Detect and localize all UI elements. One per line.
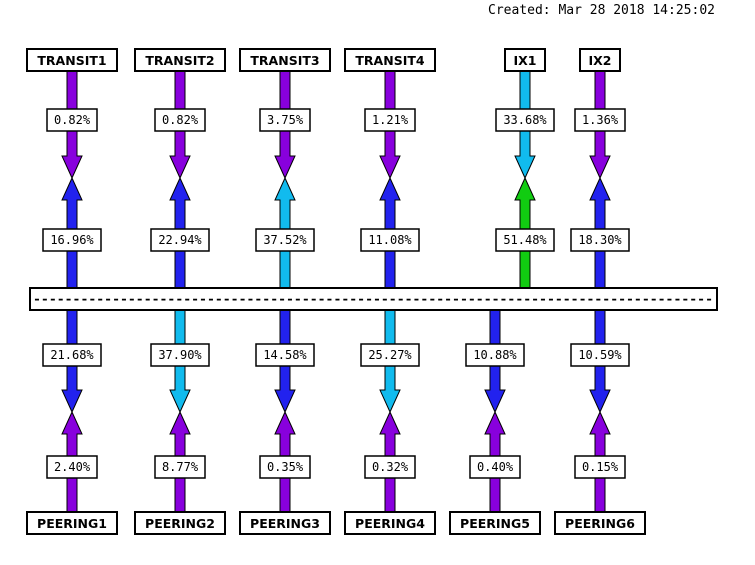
svg-text:IX1: IX1	[514, 53, 537, 68]
svg-text:11.08%: 11.08%	[368, 233, 412, 247]
svg-text:0.15%: 0.15%	[582, 460, 619, 474]
util-label-down-peering3: 14.58%	[255, 343, 315, 367]
util-label-down-transit1: 0.82%	[46, 108, 98, 132]
util-label-down-ix1: 33.68%	[495, 108, 555, 132]
svg-text:14.58%: 14.58%	[263, 348, 307, 362]
util-label-down-transit4: 1.21%	[364, 108, 416, 132]
svg-text:0.82%: 0.82%	[162, 113, 199, 127]
svg-text:1.21%: 1.21%	[372, 113, 409, 127]
node-ix2: IX2	[579, 48, 621, 72]
svg-text:1.36%: 1.36%	[582, 113, 619, 127]
svg-text:------------------------------: ----------------------------------------…	[33, 292, 713, 306]
svg-text:PEERING2: PEERING2	[145, 516, 215, 531]
svg-text:0.32%: 0.32%	[372, 460, 409, 474]
svg-text:TRANSIT4: TRANSIT4	[355, 53, 424, 68]
util-label-down-transit3: 3.75%	[259, 108, 311, 132]
node-peering1: PEERING1	[26, 511, 118, 535]
svg-text:TRANSIT1: TRANSIT1	[37, 53, 106, 68]
svg-text:PEERING3: PEERING3	[250, 516, 320, 531]
svg-text:33.68%: 33.68%	[503, 113, 547, 127]
util-label-up-transit4: 11.08%	[360, 228, 420, 252]
svg-text:37.90%: 37.90%	[158, 348, 202, 362]
svg-text:16.96%: 16.96%	[50, 233, 94, 247]
util-label-up-transit1: 16.96%	[42, 228, 102, 252]
util-label-down-transit2: 0.82%	[154, 108, 206, 132]
svg-text:25.27%: 25.27%	[368, 348, 412, 362]
svg-text:3.75%: 3.75%	[267, 113, 304, 127]
node-peering3: PEERING3	[239, 511, 331, 535]
svg-text:PEERING1: PEERING1	[37, 516, 107, 531]
created-timestamp: Created: Mar 28 2018 14:25:02	[488, 3, 715, 18]
svg-text:2.40%: 2.40%	[54, 460, 91, 474]
node-peering4: PEERING4	[344, 511, 436, 535]
svg-text:0.40%: 0.40%	[477, 460, 514, 474]
node-transit2: TRANSIT2	[134, 48, 226, 72]
svg-text:10.59%: 10.59%	[578, 348, 622, 362]
svg-text:51.48%: 51.48%	[503, 233, 547, 247]
util-label-down-peering4: 25.27%	[360, 343, 420, 367]
core-bus: ----------------------------------------…	[29, 287, 718, 311]
svg-text:22.94%: 22.94%	[158, 233, 202, 247]
util-label-up-peering1: 2.40%	[46, 455, 98, 479]
util-label-up-peering3: 0.35%	[259, 455, 311, 479]
svg-text:IX2: IX2	[589, 53, 612, 68]
svg-text:TRANSIT3: TRANSIT3	[250, 53, 319, 68]
svg-text:18.30%: 18.30%	[578, 233, 622, 247]
svg-text:TRANSIT2: TRANSIT2	[145, 53, 214, 68]
util-label-up-ix2: 18.30%	[570, 228, 630, 252]
node-peering6: PEERING6	[554, 511, 646, 535]
util-label-up-peering5: 0.40%	[469, 455, 521, 479]
svg-text:21.68%: 21.68%	[50, 348, 94, 362]
util-label-down-peering6: 10.59%	[570, 343, 630, 367]
node-peering5: PEERING5	[449, 511, 541, 535]
svg-text:PEERING5: PEERING5	[460, 516, 530, 531]
svg-text:37.52%: 37.52%	[263, 233, 307, 247]
util-label-up-ix1: 51.48%	[495, 228, 555, 252]
svg-text:8.77%: 8.77%	[162, 460, 199, 474]
util-label-up-transit3: 37.52%	[255, 228, 315, 252]
svg-text:0.35%: 0.35%	[267, 460, 304, 474]
node-transit4: TRANSIT4	[344, 48, 436, 72]
node-transit3: TRANSIT3	[239, 48, 331, 72]
util-label-up-peering4: 0.32%	[364, 455, 416, 479]
svg-text:PEERING6: PEERING6	[565, 516, 635, 531]
util-label-down-peering2: 37.90%	[150, 343, 210, 367]
svg-text:0.82%: 0.82%	[54, 113, 91, 127]
util-label-down-peering5: 10.88%	[465, 343, 525, 367]
node-transit1: TRANSIT1	[26, 48, 118, 72]
util-label-up-peering6: 0.15%	[574, 455, 626, 479]
util-label-down-peering1: 21.68%	[42, 343, 102, 367]
util-label-down-ix2: 1.36%	[574, 108, 626, 132]
util-label-up-peering2: 8.77%	[154, 455, 206, 479]
svg-text:10.88%: 10.88%	[473, 348, 517, 362]
node-ix1: IX1	[504, 48, 546, 72]
node-peering2: PEERING2	[134, 511, 226, 535]
svg-text:PEERING4: PEERING4	[355, 516, 425, 531]
util-label-up-transit2: 22.94%	[150, 228, 210, 252]
